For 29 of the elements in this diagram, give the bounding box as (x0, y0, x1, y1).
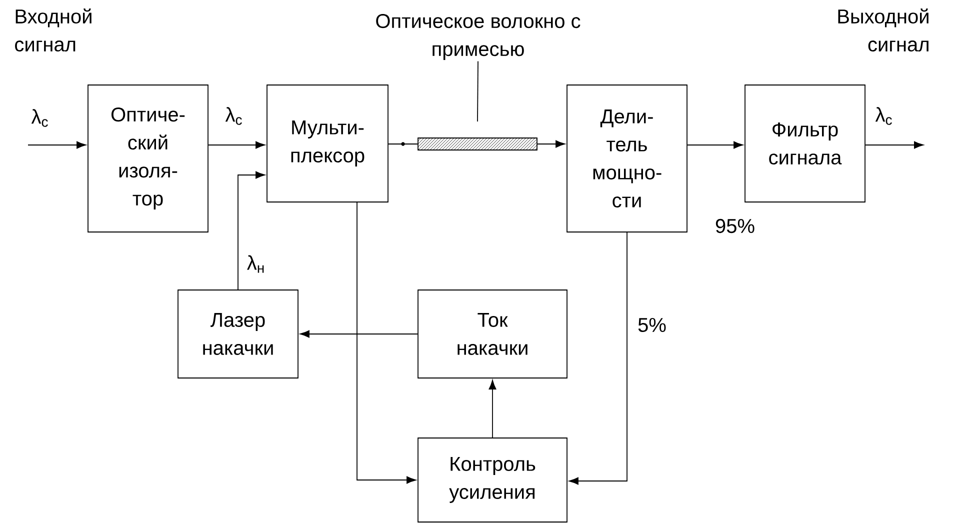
percent-label: 5% (638, 318, 666, 332)
arrow (300, 330, 418, 338)
signal-label: Входной сигнал (15, 8, 92, 52)
arrow (238, 171, 266, 290)
arrow (28, 141, 86, 149)
process-box: Лазер накачки (178, 290, 298, 378)
wavelength-label: λ$_{н}$ (247, 255, 264, 273)
signal-label: Выходной сигнал (838, 8, 928, 52)
process-box: Фильтр сигнала (744, 84, 866, 202)
arrow (537, 140, 566, 148)
percent-label: 95% (716, 218, 754, 234)
arrow (568, 232, 628, 485)
wavelength-label: λ$_{c}$ (875, 107, 892, 125)
leader-line (477, 60, 478, 122)
arrow (388, 142, 418, 146)
process-box: Оптиче- ский изоля- тор (88, 84, 208, 232)
wavelength-label: λ$_{c}$ (31, 109, 48, 127)
fiber-bar (418, 138, 538, 150)
fiber-label: Оптическое волокно с примесью (376, 14, 580, 60)
process-box: Ток накачки (418, 290, 568, 378)
arrow (865, 141, 924, 149)
process-box: Мульти- плексор (266, 84, 388, 202)
process-box: Дели- тель мощно- сти (566, 84, 688, 232)
arrow (687, 141, 744, 149)
process-box: Контроль усиления (418, 438, 568, 522)
arrow (208, 141, 266, 149)
arrow (356, 202, 416, 484)
arrow (488, 380, 496, 438)
wavelength-label: λ$_{c}$ (225, 107, 242, 125)
